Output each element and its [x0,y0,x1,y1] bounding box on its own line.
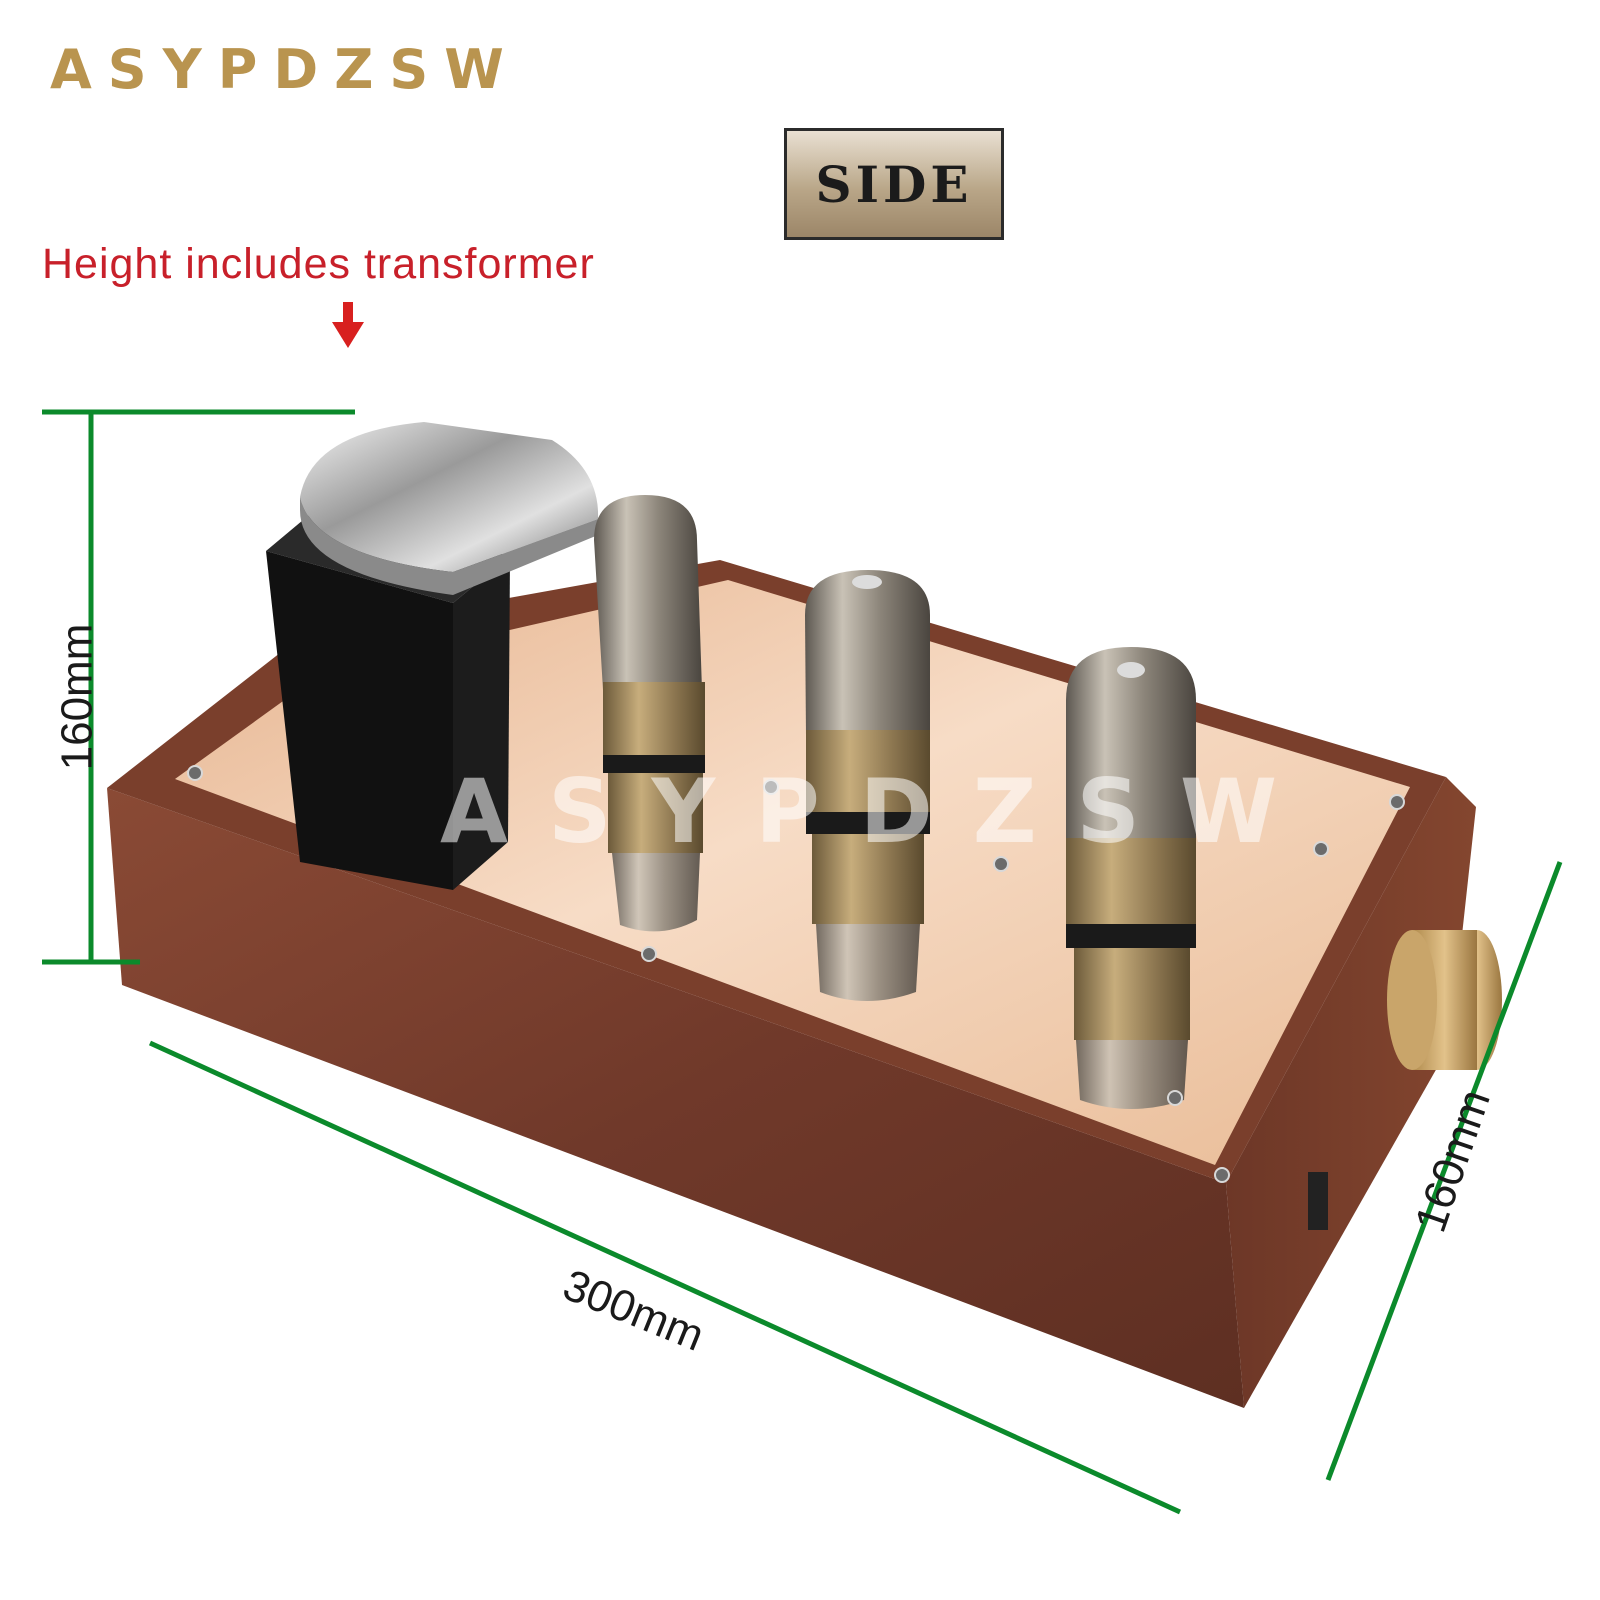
dimension-lines [42,409,1563,1515]
power-transformer [266,422,599,890]
width-line [1325,861,1563,1481]
view-badge: SIDE [784,128,1004,240]
view-badge-label: SIDE [815,154,973,214]
vacuum-tube-right [1066,647,1196,1109]
vacuum-tube-left [594,495,705,932]
length-line [148,1040,1182,1515]
down-arrow-icon [332,302,364,348]
height-note: Height includes transformer [42,240,595,288]
brand-logo: ASYPDZSW [50,38,520,101]
height-dimension-label: 160mm [52,623,102,771]
plate-screws [187,765,1405,1183]
vacuum-tube-middle [805,570,930,1001]
watermark: ASYPDZSW [440,760,1318,863]
